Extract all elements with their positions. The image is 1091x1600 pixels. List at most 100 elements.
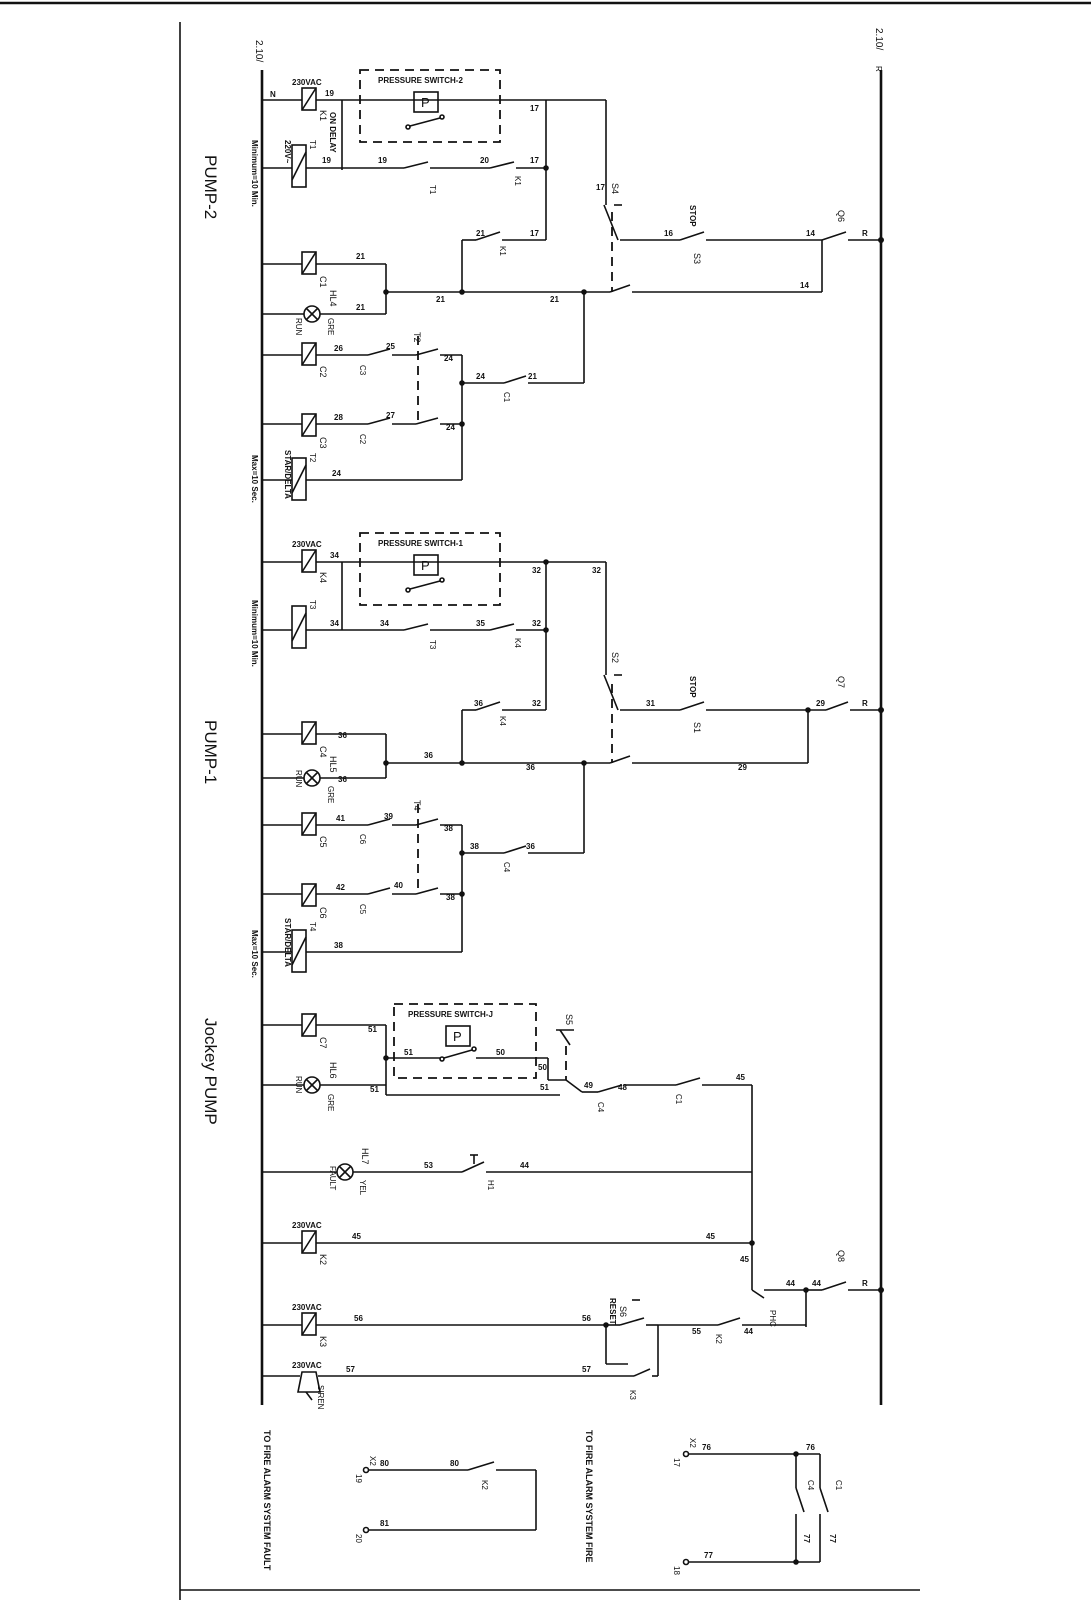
terminal-x2-fault: X2 xyxy=(368,1456,377,1466)
wire-51-d: 51 xyxy=(540,1083,549,1092)
breaker-q6 xyxy=(821,231,881,241)
k2-alarm-contact-label: K2 xyxy=(480,1480,489,1490)
wire-24-d: 24 xyxy=(332,469,341,478)
breaker-q7 xyxy=(825,701,881,711)
timer-t4 xyxy=(291,929,307,973)
coil-c7 xyxy=(301,1013,317,1037)
wire-49: 49 xyxy=(584,1081,593,1090)
lamp-hl6-label: HL6 xyxy=(328,1062,338,1079)
section-title-pump1: PUMP-1 xyxy=(201,720,220,784)
wire-44-d: 44 xyxy=(744,1327,753,1336)
wire-32-b: 32 xyxy=(592,566,601,575)
wire-21-d: 21 xyxy=(550,295,559,304)
relay-k1-label: K1 xyxy=(318,110,328,121)
wire-50-a: 50 xyxy=(496,1048,505,1057)
wire-57-b: 57 xyxy=(582,1365,591,1374)
phc-label: PHC xyxy=(768,1310,777,1327)
lamp-hl4-run: RUN xyxy=(294,318,303,336)
wire-38-a: 38 xyxy=(444,824,453,833)
switch-s5 xyxy=(556,1029,574,1046)
wire-76-a: 76 xyxy=(702,1443,711,1452)
coil-c3-label: C3 xyxy=(318,437,328,449)
switch-s4 xyxy=(603,204,622,241)
siren-icon xyxy=(297,1371,321,1401)
switch-s2-label: S2 xyxy=(610,652,620,663)
wire-24-a: 24 xyxy=(444,354,453,363)
timer-t4-label: T4 xyxy=(308,922,317,932)
lamp-hl4-label: HL4 xyxy=(328,290,338,307)
wire-55: 55 xyxy=(692,1327,701,1336)
coil-c4-label: C4 xyxy=(318,746,328,758)
wire-80-b: 80 xyxy=(450,1459,459,1468)
coil-c6-label: C6 xyxy=(318,907,328,919)
lamp-hl5-color: GRE xyxy=(326,786,335,803)
wire-29-b: 29 xyxy=(738,763,747,772)
coil-c3 xyxy=(301,413,317,437)
wire-38-d: 38 xyxy=(334,941,343,950)
coil-k3 xyxy=(301,1312,317,1336)
wire-41: 41 xyxy=(336,814,345,823)
wire-77-c: 77 xyxy=(828,1534,837,1543)
coil-c2 xyxy=(301,342,317,366)
wire-51-c: 51 xyxy=(370,1085,379,1094)
lamp-hl6-color: GRE xyxy=(326,1094,335,1111)
breaker-q6-label: Q6 xyxy=(836,210,846,222)
pressure-switch-j-symbol: P xyxy=(453,1029,462,1044)
timer-t2 xyxy=(291,457,307,501)
lamp-hl6 xyxy=(303,1076,321,1094)
wire-19-a: 19 xyxy=(325,89,334,98)
t2-stardelta-note: STAR/DELTA xyxy=(283,450,292,499)
wire-56-a: 56 xyxy=(354,1314,363,1323)
wire-44-a: 44 xyxy=(520,1161,529,1170)
lamp-hl5-run: RUN xyxy=(294,770,303,788)
wire-34-b: 34 xyxy=(330,619,339,628)
wire-36-c: 36 xyxy=(424,751,433,760)
timer-t2-label: T2 xyxy=(308,453,317,463)
neutral-tag: N xyxy=(270,90,276,99)
switch-s3-label: S3 xyxy=(692,253,702,264)
wire-32-a: 32 xyxy=(532,566,541,575)
wire-39: 39 xyxy=(384,812,393,821)
lamp-hl4-color: GRE xyxy=(326,318,335,335)
phase-monitor-phc xyxy=(751,1289,806,1299)
c5-interlock-label: C5 xyxy=(358,904,367,915)
wire-38-c: 38 xyxy=(446,893,455,902)
wire-21-c: 21 xyxy=(436,295,445,304)
wire-17-a: 17 xyxy=(530,104,539,113)
coil-c5 xyxy=(301,812,317,836)
wire-32-c: 32 xyxy=(532,619,541,628)
coil-c2-label: C2 xyxy=(318,366,328,378)
wire-40: 40 xyxy=(394,881,403,890)
wire-24-b: 24 xyxy=(476,372,485,381)
c1-aux-label: C1 xyxy=(502,392,511,403)
terminal-19: 19 xyxy=(354,1474,363,1483)
pressure-switch-j-label: PRESSURE SWITCH-J xyxy=(408,1010,493,1019)
sheet-ref-right: 2.10/ xyxy=(873,28,884,50)
s3-stop-label: STOP xyxy=(688,205,697,227)
relay-k4-label: K4 xyxy=(318,572,328,583)
wire-17-c: 17 xyxy=(596,183,605,192)
phase-label: R xyxy=(874,66,883,72)
coil-c4 xyxy=(301,721,317,745)
voltage-k3: 230VAC xyxy=(292,1303,322,1312)
wire-76-b: 76 xyxy=(806,1443,815,1452)
wire-34-a: 34 xyxy=(330,551,339,560)
wire-14-b: 14 xyxy=(800,281,809,290)
t3-contact-label: T3 xyxy=(428,640,437,650)
c1-fire-label: C1 xyxy=(834,1480,843,1491)
k1-contact-label: K1 xyxy=(513,176,522,186)
wire-80-a: 80 xyxy=(380,1459,389,1468)
wire-16: 16 xyxy=(664,229,673,238)
wire-21-f: 21 xyxy=(528,372,537,381)
wire-19-b: 19 xyxy=(322,156,331,165)
coil-c1-label: C1 xyxy=(318,276,328,288)
t4-stardelta-note: STAR/DELTA xyxy=(283,918,292,967)
contact-c4-fire xyxy=(795,1454,805,1562)
wire-25: 25 xyxy=(386,342,395,351)
pressure-switch-2: PRESSURE SWITCH-2 P xyxy=(359,69,501,143)
coil-k2 xyxy=(301,1230,317,1254)
wire-34-c: 34 xyxy=(380,619,389,628)
s1-stop-label: STOP xyxy=(688,676,697,698)
wire-17-d: 17 xyxy=(530,229,539,238)
